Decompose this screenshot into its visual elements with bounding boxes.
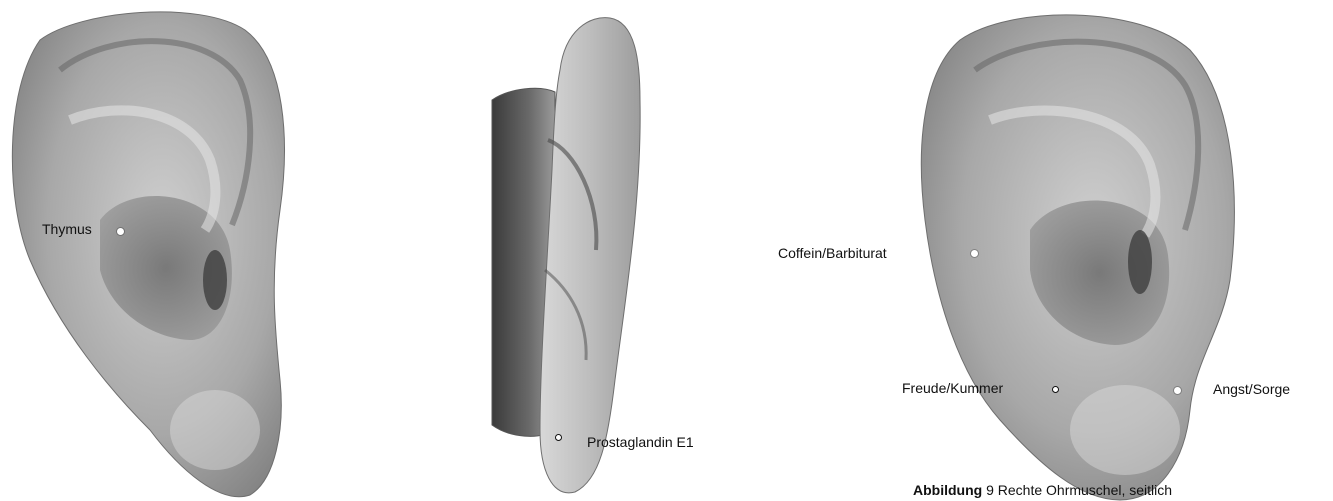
point-label-prostaglandin-e1: Prostaglandin E1 [587, 434, 694, 450]
caption-prefix: Abbildung [913, 482, 982, 498]
point-label-coffein-barbiturat: Coffein/Barbiturat [778, 245, 887, 261]
acupoint-freude-kummer [1052, 386, 1059, 393]
acupoint-angst-sorge [1174, 387, 1181, 394]
acupoint-thymus [117, 228, 124, 235]
caption-text: 9 Rechte Ohrmuschel, seitlich [986, 482, 1172, 498]
figure-caption: Abbildung 9 Rechte Ohrmuschel, seitlich [913, 482, 1172, 498]
acupoint-coffein-barbiturat [971, 250, 978, 257]
acupoint-prostaglandin-e1 [555, 434, 562, 441]
point-label-thymus: Thymus [42, 221, 92, 237]
point-label-freude-kummer: Freude/Kummer [902, 380, 1003, 396]
point-label-angst-sorge: Angst/Sorge [1213, 381, 1290, 397]
